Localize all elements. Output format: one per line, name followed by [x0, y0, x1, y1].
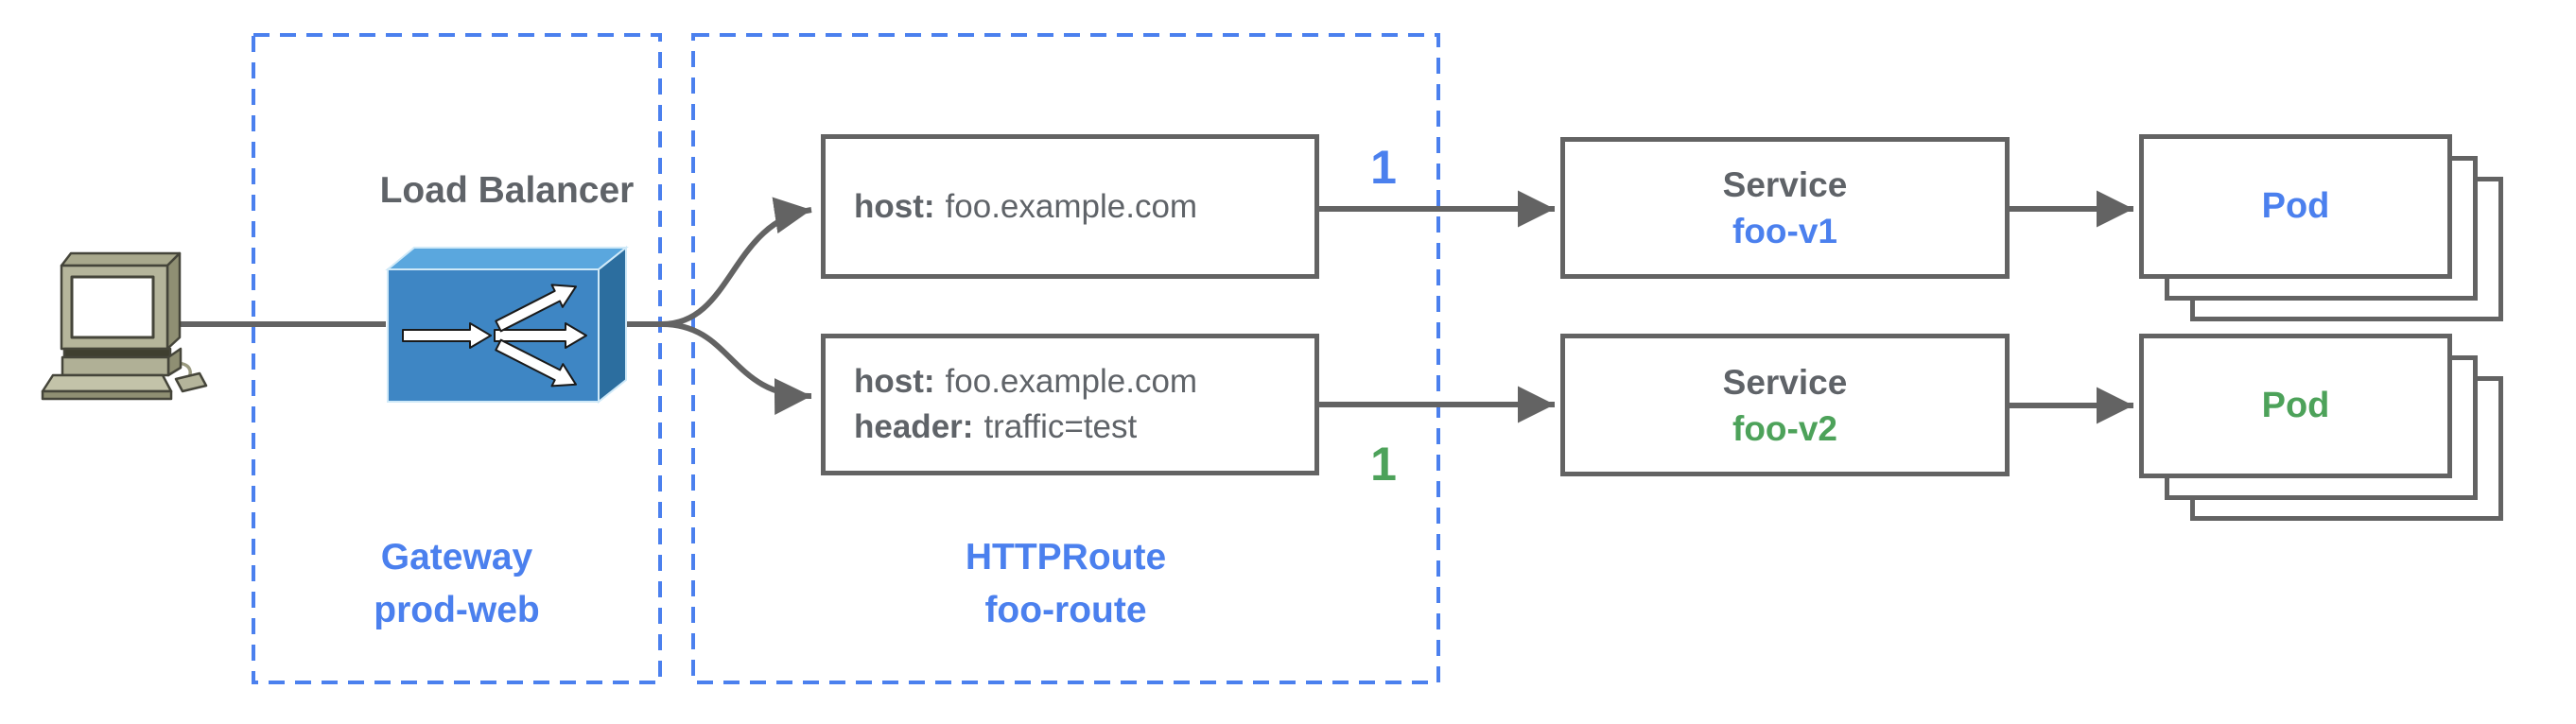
route2-header-value: traffic=test [983, 408, 1138, 445]
gateway-group-label: Gateway prod-web [253, 531, 660, 637]
pod-box-v1: Pod [2139, 134, 2452, 279]
service-box-foo-v1: Service foo-v1 [1560, 137, 2010, 279]
gateway-dashed-box [252, 33, 662, 684]
route2-header-key: header: [854, 408, 974, 445]
httproute-group-label: HTTPRoute foo-route [693, 531, 1438, 637]
route-match-box-1: host: foo.example.com [821, 134, 1319, 279]
service1-kind-label: Service [1722, 165, 1848, 204]
httproute-name-label: foo-route [984, 590, 1147, 630]
route2-host-key: host: [854, 363, 935, 400]
route2-host-match: host: foo.example.com [854, 359, 1314, 405]
route1-host-value: foo.example.com [945, 187, 1198, 225]
pod-stack-v1: Pod [2139, 134, 2503, 321]
service2-kind-label: Service [1722, 362, 1848, 402]
gateway-name-label: prod-web [374, 590, 540, 630]
service1-name-label: foo-v1 [1732, 212, 1837, 250]
pod-stack-v2: Pod [2139, 334, 2503, 521]
route2-host-value: foo.example.com [945, 363, 1198, 400]
route1-host-key: host: [854, 187, 935, 225]
gateway-kind-label: Gateway [380, 537, 533, 577]
route1-weight-badge: 1 [1370, 141, 1397, 194]
connector-lb-to-route2 [626, 321, 812, 415]
httproute-dashed-box [691, 33, 1440, 684]
pod1-label: Pod [2261, 186, 2330, 226]
service-box-foo-v2: Service foo-v2 [1560, 334, 2010, 476]
route2-header-match: header:traffic=test [854, 405, 1314, 450]
load-balancer-title: Load Balancer [379, 170, 635, 211]
pod-box-v2: Pod [2139, 334, 2452, 478]
load-balancer-arrows-glyph [402, 284, 587, 388]
connector-lb-to-route1 [626, 197, 812, 327]
route1-host-match: host: foo.example.com [854, 184, 1314, 230]
route-match-box-2: host: foo.example.com header:traffic=test [821, 334, 1319, 475]
service2-name-label: foo-v2 [1732, 408, 1837, 448]
httproute-kind-label: HTTPRoute [965, 537, 1167, 577]
load-balancer-3d-icon [385, 245, 629, 405]
desktop-computer-icon [41, 251, 208, 401]
route2-weight-badge: 1 [1370, 438, 1397, 491]
pod2-label: Pod [2261, 386, 2330, 425]
